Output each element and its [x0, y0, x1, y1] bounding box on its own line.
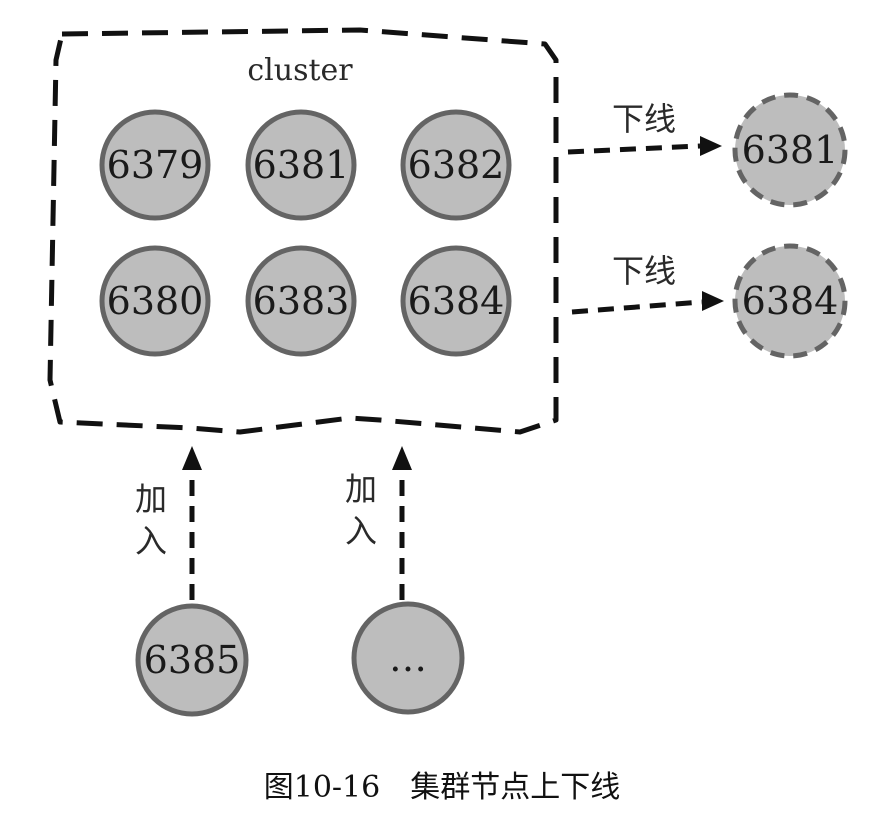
- figure-caption: 图10-16 集群节点上下线: [263, 770, 621, 805]
- arrow-head-icon: [700, 136, 722, 156]
- arrow-head-icon: [182, 446, 202, 470]
- offline-arrow-line: [567, 143, 701, 155]
- cluster-label: cluster: [247, 53, 353, 88]
- join-label-bottom: 入: [345, 512, 377, 550]
- cluster-node: 6379: [99, 109, 211, 221]
- join-label-top: 加: [345, 470, 377, 508]
- node-label: 6380: [107, 279, 204, 323]
- offline-node: 6384: [732, 243, 848, 359]
- cluster-node: 6384: [400, 245, 512, 357]
- node-label: 6381: [253, 143, 350, 187]
- cluster-node: 6380: [99, 245, 211, 357]
- cluster-node: 6381: [245, 109, 357, 221]
- node-label: 6383: [253, 279, 350, 323]
- arrow-head-icon: [702, 291, 724, 311]
- cluster-node: 6383: [245, 245, 357, 357]
- joining-node: 6385: [135, 603, 249, 717]
- cluster-node: 6382: [400, 109, 512, 221]
- cluster-boundary: [47, 27, 559, 435]
- node-label: 6381: [742, 128, 839, 172]
- offline-node: 6381: [732, 92, 848, 208]
- node-label: 6382: [408, 143, 505, 187]
- node-label: …: [389, 636, 427, 680]
- join-label-top: 加: [135, 480, 167, 518]
- node-label: 6384: [742, 279, 839, 323]
- joining-node: …: [351, 601, 465, 715]
- cluster-diagram: cluster 6379 6381 6382 6380 6383 6384 下线…: [47, 27, 848, 717]
- arrow-head-icon: [392, 446, 412, 470]
- offline-label: 下线: [612, 252, 676, 290]
- offline-label: 下线: [612, 100, 676, 138]
- node-label: 6385: [144, 638, 241, 682]
- node-label: 6384: [408, 279, 505, 323]
- offline-arrow-line: [571, 299, 703, 315]
- join-label-bottom: 入: [135, 522, 167, 560]
- node-label: 6379: [107, 143, 204, 187]
